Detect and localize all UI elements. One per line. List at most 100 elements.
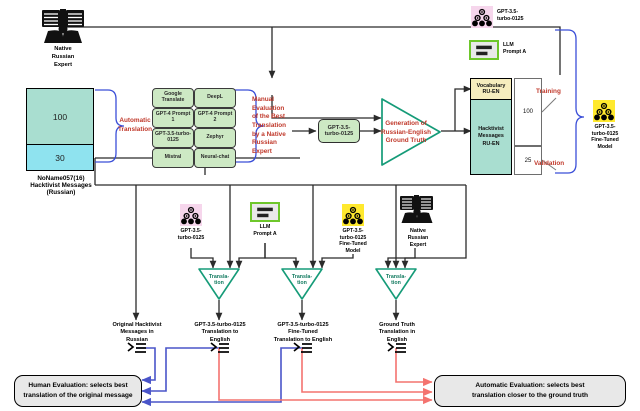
translator-llm-icon-tile bbox=[250, 202, 280, 222]
native-russian-expert-mid-caption: Native Russian Expert bbox=[390, 228, 446, 249]
output-4-line1: Ground Truth bbox=[379, 322, 415, 328]
native-russian-expert-mid bbox=[390, 192, 446, 228]
translation-3-line1: Transla- bbox=[385, 274, 407, 280]
translation-node-3 bbox=[373, 266, 419, 302]
ground-truth-generation-node bbox=[378, 94, 444, 170]
gt-chip-line1: GPT-3.5- bbox=[327, 124, 351, 131]
automatic-translation-label: Automatic Translation bbox=[112, 117, 158, 134]
legend-llm-caption: LLM Prompt A bbox=[503, 42, 549, 55]
manual-eval-line5: by a Native bbox=[252, 130, 286, 138]
output-caption-2: GPT-3.5-turbo-0125 Translation to Englis… bbox=[178, 322, 262, 344]
translation-node-2-label: Transla- tion bbox=[279, 274, 325, 287]
output-icon-2 bbox=[209, 341, 231, 355]
output-caption-3: GPT-3.5-turbo-0125 Fine-Tuned Translatio… bbox=[256, 322, 350, 344]
manual-eval-line2: Evaluation bbox=[252, 104, 285, 112]
translator-gpt35-icon-tile bbox=[180, 204, 202, 226]
msgs-line3: RU-EN bbox=[482, 140, 500, 147]
list-lines-icon bbox=[293, 342, 312, 353]
translation-node-1 bbox=[196, 266, 242, 302]
dataset-eval-block: 30 bbox=[26, 145, 94, 171]
ground-truth-model-chip[interactable]: GPT-3.5- turbo-0125 bbox=[318, 119, 360, 143]
expert-mid-line1: Native bbox=[410, 228, 426, 234]
expert-top-line3: Expert bbox=[53, 61, 73, 68]
legend-gpt35-icon-tile bbox=[471, 6, 493, 28]
translator-finetuned-icon-tile bbox=[342, 204, 364, 226]
output-3-line3: Translation to English bbox=[273, 336, 333, 343]
translation-node-1-label: Transla- tion bbox=[196, 274, 242, 287]
vocab-line1: Vocabulary bbox=[476, 82, 506, 89]
output-icon-1 bbox=[126, 341, 148, 355]
right-triangle-shape bbox=[381, 98, 441, 166]
translation-1-line2: tion bbox=[214, 280, 224, 287]
msgs-line1: Hacktivist bbox=[478, 126, 504, 133]
auto-eval-line2: translation closer to the ground truth bbox=[471, 392, 589, 399]
model-cubes-icon bbox=[343, 206, 363, 225]
system-chip-mistral[interactable]: Mistral bbox=[152, 148, 194, 168]
msgs-line2: Messages bbox=[478, 133, 504, 140]
automatic-evaluation-box[interactable]: Automatic Evaluation: selects best trans… bbox=[434, 375, 626, 407]
dataset-caption-line3: (Russian) bbox=[46, 189, 76, 197]
legend-llm-line2: Prompt A bbox=[503, 48, 527, 55]
translation-3-line2: tion bbox=[391, 280, 401, 287]
output-2-line3: English bbox=[209, 336, 231, 343]
book-expert-icon bbox=[42, 9, 84, 43]
human-evaluation-box[interactable]: Human Evaluation: selects best translati… bbox=[14, 375, 142, 407]
finetuned-model-line4: Model bbox=[597, 143, 613, 150]
output-4-line3: English bbox=[386, 336, 408, 343]
down-triangle-shape bbox=[375, 268, 417, 300]
manual-eval-line6: Russian bbox=[252, 139, 277, 147]
translator-gpt35-caption: GPT-3.5- turbo-0125 bbox=[166, 228, 216, 241]
translator-llm-caption: LLM Prompt A bbox=[240, 224, 290, 237]
human-eval-line1: Human Evaluation: selects best bbox=[28, 382, 128, 390]
system-chip-gpt35-turbo[interactable]: GPT-3.5-turbo-0125 bbox=[152, 128, 194, 148]
manual-eval-line1: Manual bbox=[252, 96, 275, 103]
translator-gpt35-line1: GPT-3.5- bbox=[180, 228, 202, 234]
translation-2-line1: Transla- bbox=[291, 274, 313, 280]
output-caption-4: Ground Truth Translation in English bbox=[358, 322, 436, 344]
output-icon-3 bbox=[292, 341, 314, 355]
output-3-line1: GPT-3.5-turbo-0125 bbox=[277, 322, 329, 328]
vocab-line2: RU-EN bbox=[482, 89, 500, 95]
output-icon-4 bbox=[386, 341, 408, 355]
system-chip-deepl[interactable]: DeepL bbox=[194, 88, 236, 108]
system-chip-zephyr[interactable]: Zephyr bbox=[194, 128, 236, 148]
manual-evaluation-label: Manual Evaluation of the Best Translatio… bbox=[252, 96, 298, 156]
translator-finetuned-line3: Fine-Tuned bbox=[339, 241, 367, 248]
manual-eval-line4: Translation bbox=[252, 121, 287, 129]
legend-gpt35-line2: turbo-0125 bbox=[497, 15, 524, 22]
legend-llm-icon-tile bbox=[469, 40, 499, 60]
dataset-caption-line2: Hacktivist Messages bbox=[30, 182, 92, 190]
finetuned-model-line2: turbo-0125 bbox=[591, 130, 619, 137]
human-eval-line2: translation of the original message bbox=[23, 392, 133, 399]
finetuned-model-line1: GPT-3.5- bbox=[594, 124, 616, 130]
ground-truth-line2: Russian-English bbox=[380, 128, 432, 136]
expert-mid-line2: Russian bbox=[407, 235, 429, 242]
automatic-translation-line2: Translation bbox=[117, 125, 153, 133]
translator-finetuned-line2: turbo-0125 bbox=[339, 234, 367, 241]
finetuned-model-line3: Fine-Tuned bbox=[591, 137, 619, 144]
system-chip-gpt4-prompt-2[interactable]: GPT-4 Prompt 2 bbox=[194, 108, 236, 128]
ground-truth-line3: Ground Truth bbox=[385, 137, 427, 145]
finetuned-model-icon-tile bbox=[593, 100, 615, 122]
list-lines-icon bbox=[210, 342, 229, 353]
output-1-line3: Russian bbox=[126, 336, 148, 343]
expert-top-line2: Russian bbox=[51, 53, 75, 60]
system-chip-google-translate[interactable]: Google Translate bbox=[152, 88, 194, 108]
book-expert-icon bbox=[400, 195, 433, 223]
gt-chip-line2: turbo-0125 bbox=[324, 131, 354, 137]
ground-truth-line1: Generation of bbox=[385, 120, 427, 127]
list-lines-icon bbox=[387, 342, 406, 353]
legend-gpt35-line1: GPT-3.5- bbox=[497, 9, 519, 15]
system-chip-neural-chat[interactable]: Neural-chat bbox=[194, 148, 236, 168]
system-chip-gpt4-prompt-1[interactable]: GPT-4 Prompt 1 bbox=[152, 108, 194, 128]
legend-gpt35-caption: GPT-3.5- turbo-0125 bbox=[497, 9, 543, 22]
manual-eval-line7: Expert bbox=[252, 147, 272, 155]
translator-finetuned-line1: GPT-3.5- bbox=[342, 228, 364, 234]
translator-llm-line2: Prompt A bbox=[253, 230, 277, 237]
llm-prompt-icon bbox=[257, 207, 273, 218]
model-cubes-icon bbox=[181, 206, 201, 225]
translator-gpt35-line2: turbo-0125 bbox=[177, 234, 205, 241]
model-cubes-icon bbox=[472, 8, 492, 27]
output-caption-1: Original Hacktivist Messages in Russian bbox=[96, 322, 178, 344]
